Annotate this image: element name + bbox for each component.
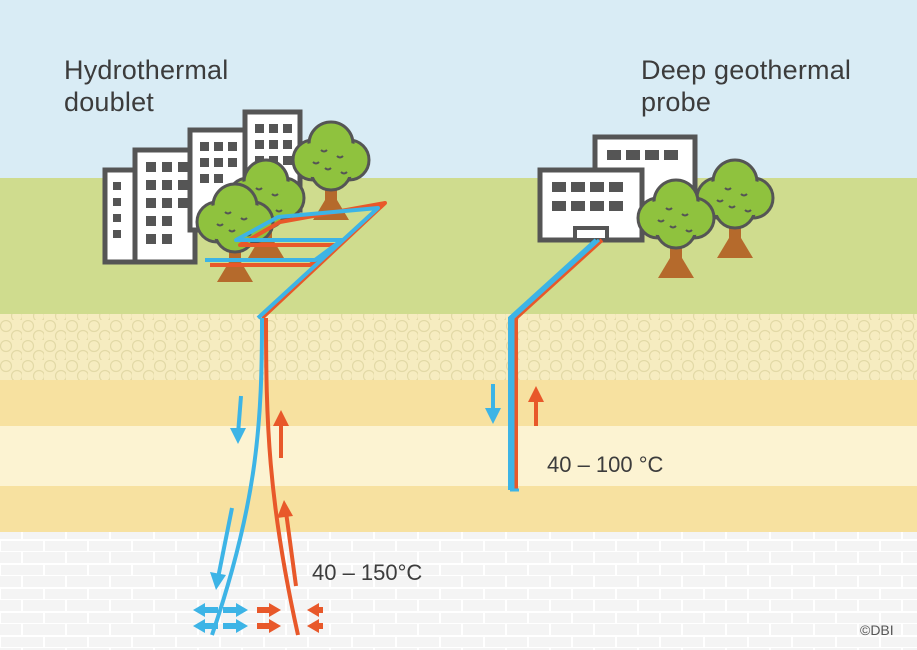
probe-cold-pipe — [508, 238, 598, 490]
left-temperature-label: 40 – 150°C — [312, 560, 423, 585]
building-icon — [537, 134, 698, 243]
bedrock-layer — [0, 532, 917, 650]
arrow-left-icon — [307, 603, 323, 633]
right-title-line2: probe — [641, 87, 712, 117]
cold-injection-pipe — [210, 317, 264, 636]
sand-band-middle — [0, 426, 917, 486]
arrow-right-icon — [223, 603, 248, 633]
hydrothermal-surface-pipes — [205, 201, 387, 320]
arrow-up-icon — [528, 386, 544, 426]
left-title-line2: doublet — [64, 87, 154, 117]
arrow-down-icon — [485, 384, 501, 424]
sand-band-upper — [0, 380, 917, 426]
arrow-up-icon — [273, 410, 289, 458]
copyright-label: ©DBI — [860, 622, 894, 638]
right-title-line1: Deep geothermal — [641, 55, 852, 85]
arrow-up-icon — [277, 500, 298, 587]
arrow-down-icon — [210, 507, 234, 590]
sand-band-lower — [0, 486, 917, 532]
probe-hot-pipe — [514, 238, 604, 490]
arrow-left-icon — [193, 603, 218, 633]
left-title-line1: Hydrothermal — [64, 55, 229, 85]
right-title: Deep geothermal probe — [641, 54, 851, 118]
left-title: Hydrothermal doublet — [64, 54, 228, 118]
arrow-down-icon — [230, 395, 246, 444]
hot-production-pipe — [264, 317, 300, 636]
arrow-right-icon — [257, 603, 281, 633]
right-temperature-label: 40 – 100 °C — [547, 452, 664, 477]
